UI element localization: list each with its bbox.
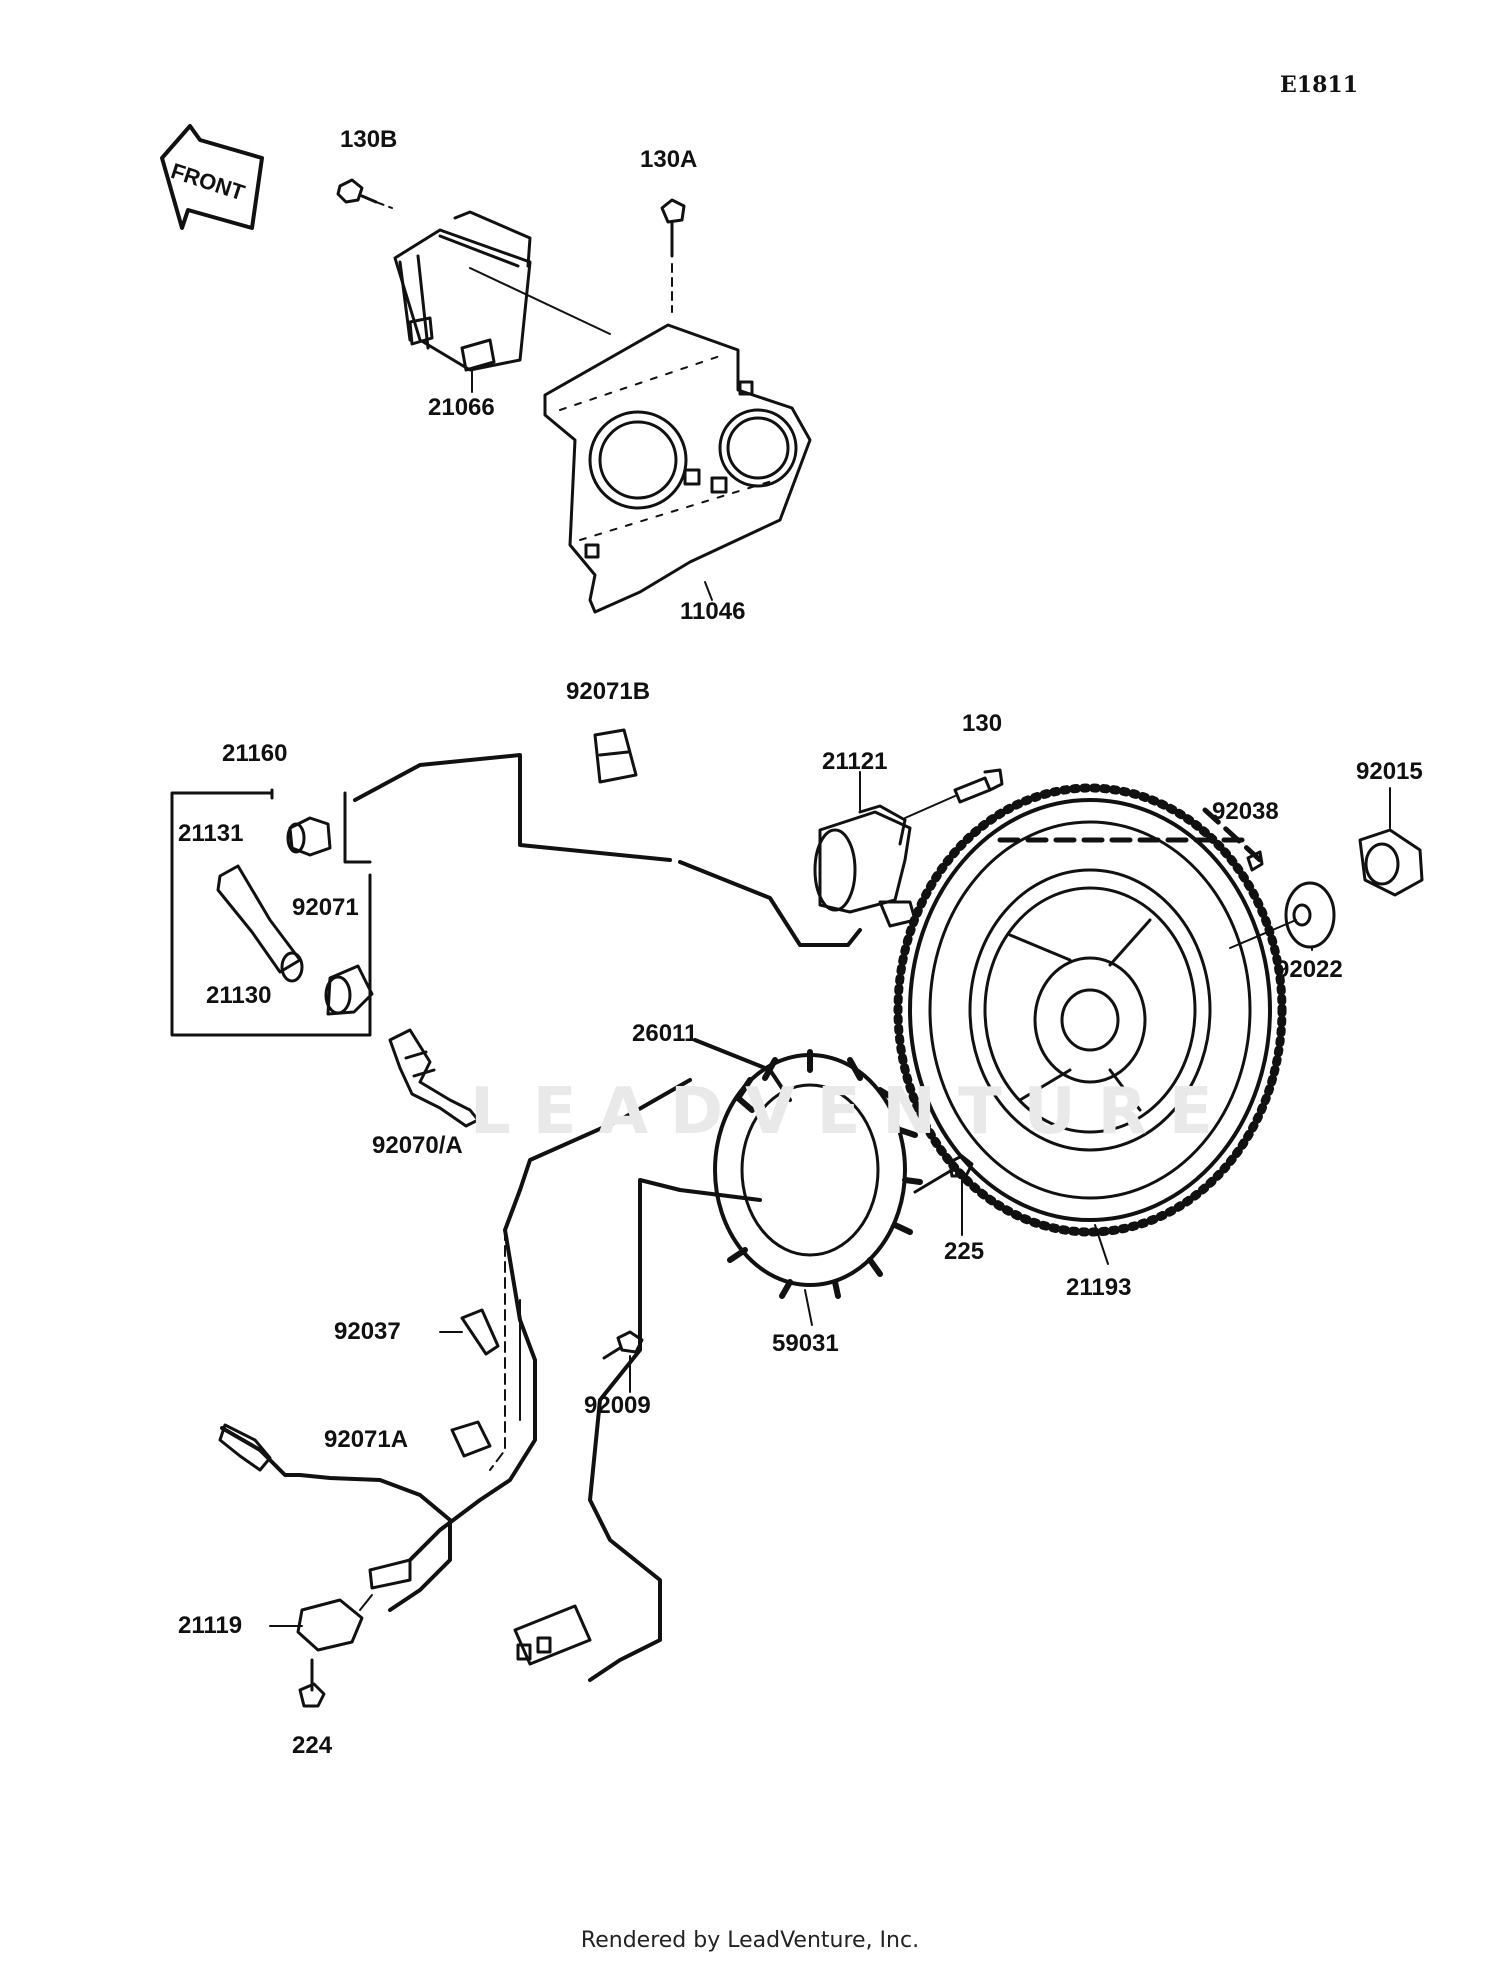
- part-label-59031[interactable]: 59031: [772, 1330, 839, 1357]
- ignition-coil-21121-icon: [813, 804, 917, 928]
- front-arrow-icon: [160, 124, 264, 230]
- part-label-21121[interactable]: 21121: [822, 748, 888, 775]
- part-label-21131[interactable]: 21131: [178, 820, 244, 847]
- spark-plug-92070a-icon: [388, 1028, 480, 1128]
- flywheel-21193-icon: [893, 783, 1287, 1237]
- key-92038-icon: [1246, 850, 1264, 872]
- screw-92009-icon: [602, 1330, 644, 1360]
- part-label-224[interactable]: 224: [292, 1732, 333, 1759]
- grommet-92071b-icon: [593, 728, 638, 784]
- part-label-92037[interactable]: 92037: [334, 1318, 401, 1345]
- part-label-130b[interactable]: 130B: [340, 126, 398, 153]
- clip-92037-icon: [460, 1308, 500, 1356]
- part-label-92070a[interactable]: 92070/A: [372, 1132, 463, 1159]
- part-label-130a[interactable]: 130A: [640, 146, 698, 173]
- bracket-plate-11046-icon: [543, 323, 812, 614]
- footer-credit: Rendered by LeadVenture, Inc.: [580, 1928, 920, 1953]
- part-label-92009[interactable]: 92009: [584, 1392, 651, 1419]
- part-label-21130[interactable]: 21130: [206, 982, 272, 1009]
- part-label-92071b[interactable]: 92071B: [566, 678, 651, 705]
- part-label-92071a[interactable]: 92071A: [324, 1426, 409, 1453]
- part-label-26011[interactable]: 26011: [632, 1020, 698, 1047]
- bolt-130-icon: [953, 768, 1004, 804]
- watermark: LEADVENTURE: [470, 1075, 1235, 1149]
- grommet-92071a-icon: [450, 1420, 492, 1458]
- grommet-92071-icon: [324, 964, 374, 1016]
- screw-225-icon: [913, 1154, 974, 1194]
- connector-21131-icon: [286, 816, 332, 857]
- part-label-225[interactable]: 225: [944, 1238, 985, 1265]
- part-label-21066[interactable]: 21066: [428, 394, 495, 421]
- sensor-21119-icon: [296, 1558, 412, 1652]
- part-label-11046[interactable]: 11046: [680, 598, 746, 625]
- part-label-130[interactable]: 130: [962, 710, 1003, 737]
- part-label-92038[interactable]: 92038: [1212, 798, 1279, 825]
- part-label-92022[interactable]: 92022: [1276, 956, 1343, 983]
- washer-92022-icon: [1284, 881, 1336, 949]
- part-label-21119[interactable]: 21119: [178, 1612, 243, 1639]
- screw-224-icon: [298, 1658, 326, 1708]
- part-label-21160[interactable]: 21160: [222, 740, 288, 767]
- bolt-130a-icon: [660, 198, 686, 258]
- nut-92015-icon: [1358, 828, 1424, 897]
- part-label-92015[interactable]: 92015: [1356, 758, 1423, 785]
- diagram-code: E1811: [1280, 72, 1358, 98]
- harness-connector-icon: [513, 1604, 592, 1666]
- part-label-21193[interactable]: 21193: [1066, 1274, 1132, 1301]
- sensor-probe-icon: [218, 1423, 272, 1472]
- plug-cap-set-bracket: [170, 788, 372, 1037]
- regulator-21066-icon: [393, 210, 532, 372]
- stator-59031-icon: [713, 1049, 923, 1299]
- plug-cap-21130-icon: [216, 864, 304, 983]
- bolt-130b-icon: [336, 178, 378, 204]
- part-label-92071[interactable]: 92071: [292, 894, 359, 921]
